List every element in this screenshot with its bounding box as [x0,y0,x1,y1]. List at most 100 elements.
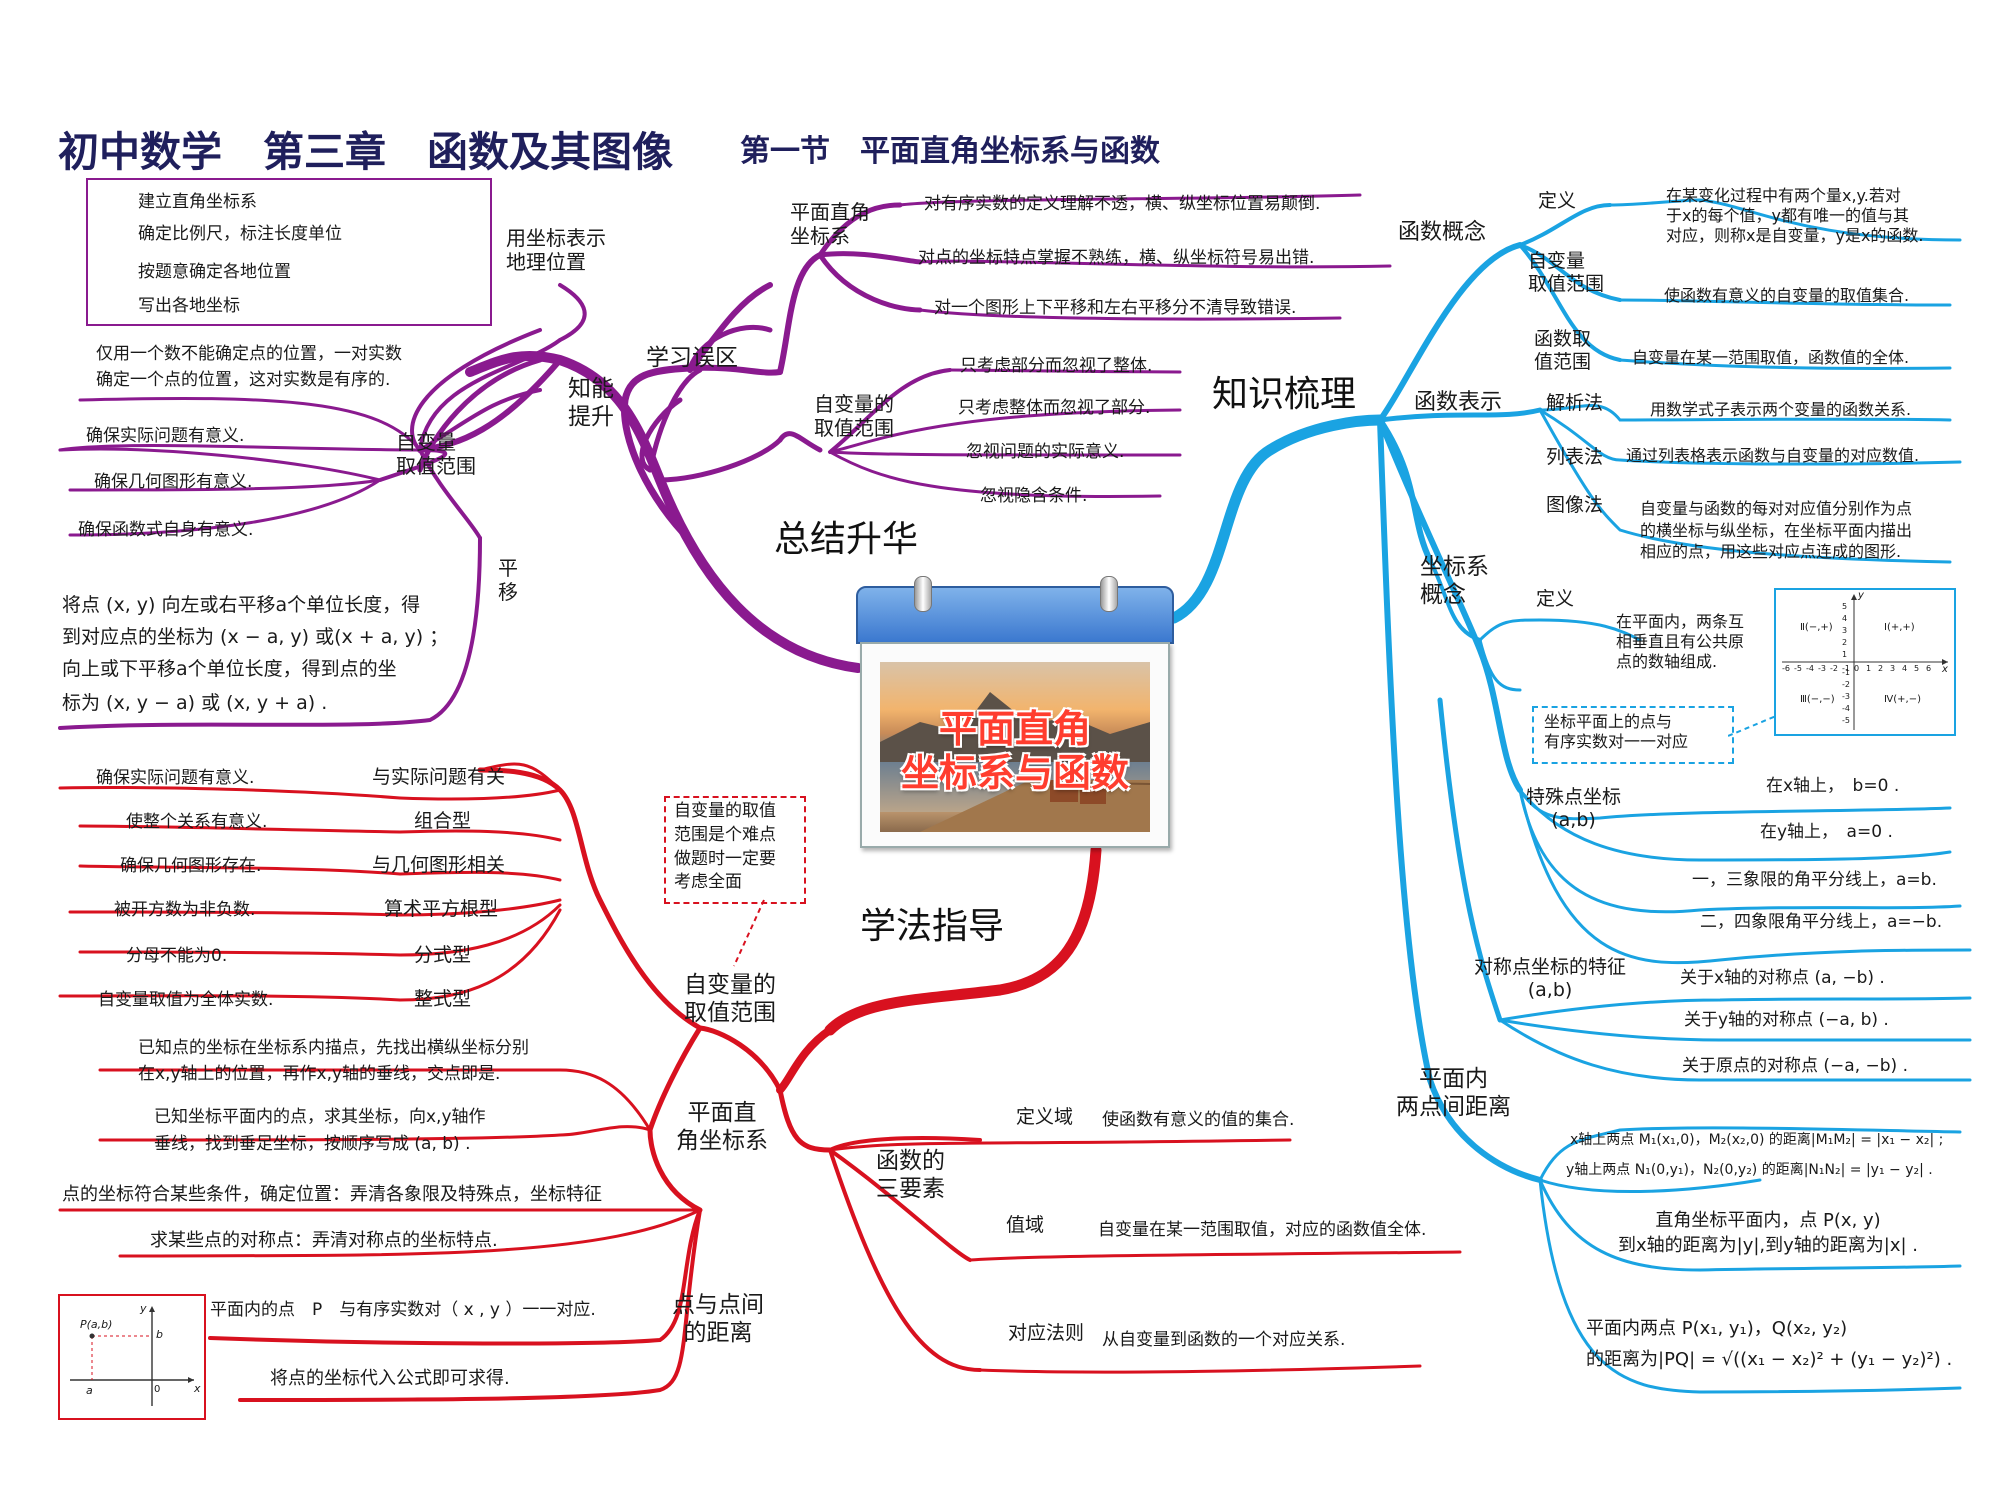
symmetric-node: 对称点坐标的特征 (a,b) [1474,956,1627,1001]
y-tick-label: -2 [1842,680,1850,689]
domain-row-reason: 确保几何图形存在. [120,856,262,876]
pitfall-domain-item: 忽视隐含条件. [980,486,1088,506]
element-label: 值域 [1006,1214,1045,1236]
distance-y-axis: y轴上两点 N₁(0,y₁)，N₂(0,y₂) 的距离|N₁N₂| = |y₁ … [1566,1162,1933,1178]
pitfall-domain-item: 只考虑部分而忽视了整体. [960,356,1153,376]
geo-node: 用坐标表示 地理位置 [506,226,606,274]
x-tick-label: -1 [1842,664,1850,673]
mini-point-label: P(a,b) [80,1318,113,1331]
quadrant-1-label: Ⅰ(+,+) [1884,622,1915,633]
y-tick-label: 5 [1842,602,1848,611]
domain-row-type: 与几何图形相关 [372,854,506,876]
method-branch-title: 学法指导 [860,906,1005,947]
plane-item: 已知坐标平面内的点，求其坐标，向x,y轴作 垂线，找到垂足坐标，按顺序写成 (a… [154,1107,486,1155]
concept-definition-text: 在某变化过程中有两个量x,y.若对 于x的每个值，y都有唯一的值与其 对应，则称… [1666,186,1924,245]
graph-label: 图像法 [1546,494,1604,516]
concept-range-text: 自变量在某一范围取值，函数值的全体. [1632,348,1910,367]
element-text: 自变量在某一范围取值，对应的函数值全体. [1098,1220,1427,1240]
mini-a-label: a [86,1384,93,1397]
ordered-pair-note: 仅用一个数不能确定点的位置，一对实数 确定一个点的位置，这对实数是有序的. [96,344,402,390]
special-points-node: 特殊点坐标 (a,b) [1526,786,1622,831]
analytic-text: 用数学式子表示两个变量的函数关系. [1650,400,1912,419]
ability-node: 知能 提升 [568,376,614,430]
domain-row-type: 整式型 [414,988,472,1010]
point-distance-node: 点与点间 的距离 [672,1292,764,1346]
x-tick-label: 2 [1878,664,1884,673]
concept-definition-label: 定义 [1538,190,1577,212]
domain-row-reason: 自变量取值为全体实数. [98,990,274,1010]
x-tick-label: -5 [1794,664,1802,673]
pitfalls-node: 学习误区 [646,345,738,371]
center-title-line1: 平面直角 [938,707,1091,751]
pitfall-coord-item: 对有序实数的定义理解不透，横、纵坐标位置易颠倒. [924,194,1321,214]
x-tick-label: 3 [1890,664,1896,673]
special-point-item: 二，四象限角平分线上，a=−b. [1700,912,1943,932]
distance-two-points: 平面内两点 P(x₁, y₁)，Q(x₂, y₂) 的距离为|PQ| = √((… [1586,1318,1953,1370]
callout-text: 自变量的取值 范围是个难点 做题时一定要 考虑全面 [674,801,776,893]
coordinate-node: 坐标系 概念 [1420,554,1489,608]
x-tick-label: -4 [1806,664,1814,673]
calendar-body: 平面直角 坐标系与函数 [860,642,1170,848]
geo-steps-box [86,178,492,326]
y-tick-label: -1 [1842,668,1850,677]
element-text: 从自变量到函数的一个对应关系. [1102,1330,1346,1350]
calendar-ring-icon [1100,576,1118,612]
representation-node: 函数表示 [1414,390,1503,415]
center-calendar: 平面直角 坐标系与函数 [856,576,1174,850]
three-elements-node: 函数的 三要素 [876,1148,945,1202]
ability-domain-item: 确保几何图形有意义. [94,472,253,492]
pitfalls-domain-node: 自变量的 取值范围 [814,392,894,440]
note-pointer [1728,715,1777,737]
x-tick-label: 4 [1902,664,1908,673]
center-title-line2: 坐标系与函数 [900,751,1129,795]
concept-domain-label: 自变量 取值范围 [1528,250,1605,295]
domain-row-type: 算术平方根型 [384,898,499,920]
distance-to-axes: 直角坐标平面内，点 P(x, y) 到x轴的距离为|y|,到y轴的距离为|x| … [1618,1210,1919,1257]
domain-row-type: 与实际问题有关 [372,766,506,788]
translation-line: 到对应点的坐标为 (x − a, y) 或(x + a, y) ； [62,626,449,648]
x-tick-label: 1 [1866,664,1872,673]
x-tick-label: 0 [1854,664,1860,673]
ability-domain-node: 自变量 取值范围 [396,430,476,478]
pitfall-coord-item: 对一个图形上下平移和左右平移分不清导致错误. [934,298,1297,318]
axis-y-label: y [1858,590,1864,601]
translation-line: 标为 (x, y − a) 或 (x, y + a) . [62,692,328,714]
point-distance-item: 将点的坐标代入公式即可求得. [270,1368,510,1389]
y-tick-label: 1 [1842,650,1848,659]
translation-node: 平 移 [498,556,518,604]
axis-x-label: x [1942,664,1948,675]
special-point-item: 一，三象限的角平分线上，a=b. [1692,870,1937,890]
pitfalls-coord-node: 平面直角 坐标系 [790,200,870,248]
quadrant-2-label: Ⅱ(−,+) [1800,622,1833,633]
domain-row-type: 组合型 [414,810,472,832]
coordinate-definition-label: 定义 [1536,588,1575,610]
plane-item: 求某些点的对称点：弄清对称点的坐标特点. [150,1230,498,1251]
callout-pointer [733,899,765,967]
concept-range-label: 函数取 值范围 [1534,328,1592,373]
quadrant-4-label: Ⅳ(+,−) [1884,694,1921,705]
symmetric-item: 关于y轴的对称点 (−a, b) . [1684,1010,1889,1030]
symmetric-item: 关于原点的对称点 (−a, −b) . [1682,1056,1908,1076]
x-tick-label: -2 [1830,664,1838,673]
y-tick-label: -4 [1842,704,1850,713]
domain-row-reason: 使整个关系有意义. [126,812,268,832]
ability-domain-item: 确保实际问题有意义. [86,426,245,446]
calendar-header [856,586,1174,644]
callout-box [664,796,806,904]
y-tick-label: -5 [1842,716,1850,725]
plane-item: 点的坐标符合某些条件，确定位置：弄清各象限及特殊点，坐标特征 [62,1184,602,1205]
geo-step: 建立直角坐标系 [138,192,257,212]
geo-step: 写出各地坐标 [138,296,240,316]
section-title: 第一节 平面直角坐标系与函数 [740,134,1160,169]
translation-line: 将点 (x, y) 向左或右平移a个单位长度，得 [62,594,421,616]
y-tick-label: 4 [1842,614,1848,623]
coordinate-definition-text: 在平面内，两条互 相垂直且有公共原 点的数轴组成. [1616,612,1745,671]
x-tick-label: 6 [1926,664,1932,673]
summary-branch-title: 总结升华 [774,519,919,560]
table-label: 列表法 [1546,446,1604,468]
mini-y-label: y [140,1302,147,1315]
concept-domain-text: 使函数有意义的自变量的取值集合. [1664,286,1910,305]
concept-node: 函数概念 [1398,220,1487,245]
y-tick-label: 3 [1842,626,1848,635]
